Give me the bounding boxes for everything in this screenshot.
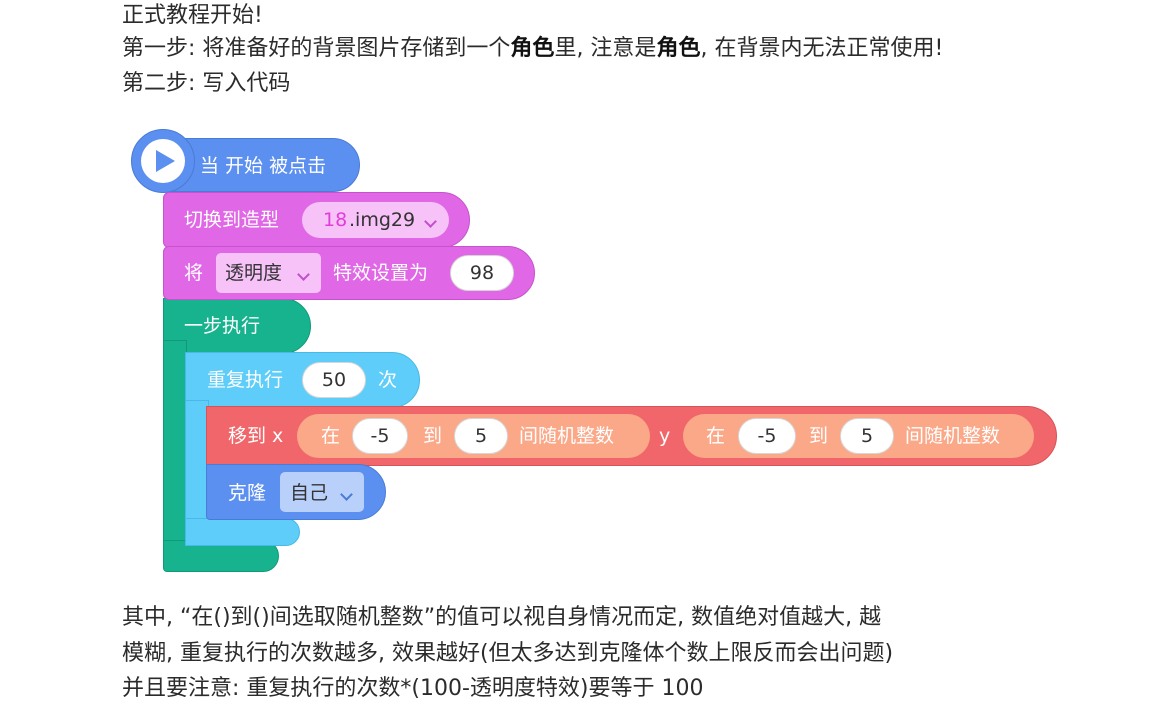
intro-line-2-c: 里, 注意是 (554, 36, 657, 61)
footer-line-1: 其中, “在()到()间选取随机整数”的值可以视自身情况而定, 数值绝对值越大,… (122, 605, 882, 630)
y-min-input[interactable]: -5 (738, 418, 796, 454)
switch-costume-label: 切换到造型 (184, 209, 280, 231)
x-min-input[interactable]: -5 (352, 418, 408, 454)
goto-label: 移到 x (228, 425, 284, 447)
repeat-label-a: 重复执行 (207, 369, 284, 391)
clone-label: 克隆 (228, 482, 267, 504)
random-x-at: 在 (321, 425, 341, 447)
intro-line-2-e: , 在背景内无法正常使用! (700, 36, 944, 61)
set-effect-label-a: 将 (184, 262, 204, 284)
effect-dropdown[interactable] (216, 253, 321, 293)
repeat-label-b: 次 (378, 369, 398, 391)
intro-line-1: 正式教程开始! (122, 3, 263, 28)
intro-line-3: 第二步: 写入代码 (122, 71, 291, 96)
chevron-down-icon (297, 264, 310, 283)
random-y-at: 在 (706, 425, 726, 447)
random-y-to: 到 (809, 425, 829, 447)
random-y-tail: 间随机整数 (905, 425, 1001, 447)
y-label: y (659, 425, 671, 447)
footer-line-2: 模糊, 重复执行的次数越多, 效果越好(但太多达到克隆体个数上限反而会出问题) (122, 641, 894, 666)
costume-name: .img29 (349, 209, 416, 231)
clone-dropdown[interactable] (280, 472, 364, 512)
costume-prefix: 18 (323, 209, 348, 231)
repeat-foot (185, 518, 300, 546)
x-max-input[interactable]: 5 (454, 418, 508, 454)
costume-dropdown[interactable] (302, 202, 449, 238)
footer-line-3: 并且要注意: 重复执行的次数*(100-透明度特效)要等于 100 (122, 676, 704, 701)
intro-line-2-bold-1: 角色 (510, 36, 555, 61)
play-triangle-icon (156, 150, 175, 172)
random-x-to: 到 (423, 425, 443, 447)
y-max-input[interactable]: 5 (840, 418, 894, 454)
chevron-down-icon (340, 484, 353, 503)
chevron-down-icon (424, 211, 437, 230)
intro-line-2: 第一步: 将准备好的背景图片存储到一个角色里, 注意是角色, 在背景内无法正常使… (122, 33, 943, 65)
hat-label: 当 开始 被点击 (200, 155, 327, 177)
intro-line-2-a: 第一步: 将准备好的背景图片存储到一个 (122, 36, 511, 61)
repeat-count-input[interactable]: 50 (302, 362, 366, 398)
run-without-refresh-arm (163, 340, 187, 560)
effect-option: 透明度 (225, 262, 283, 284)
effect-value-input[interactable]: 98 (450, 255, 514, 291)
random-x-tail: 间随机整数 (519, 425, 615, 447)
set-effect-label-b: 特效设置为 (333, 262, 429, 284)
intro-line-2-bold-2: 角色 (656, 36, 701, 61)
clone-option: 自己 (290, 482, 329, 504)
run-without-refresh-label: 一步执行 (184, 315, 261, 337)
